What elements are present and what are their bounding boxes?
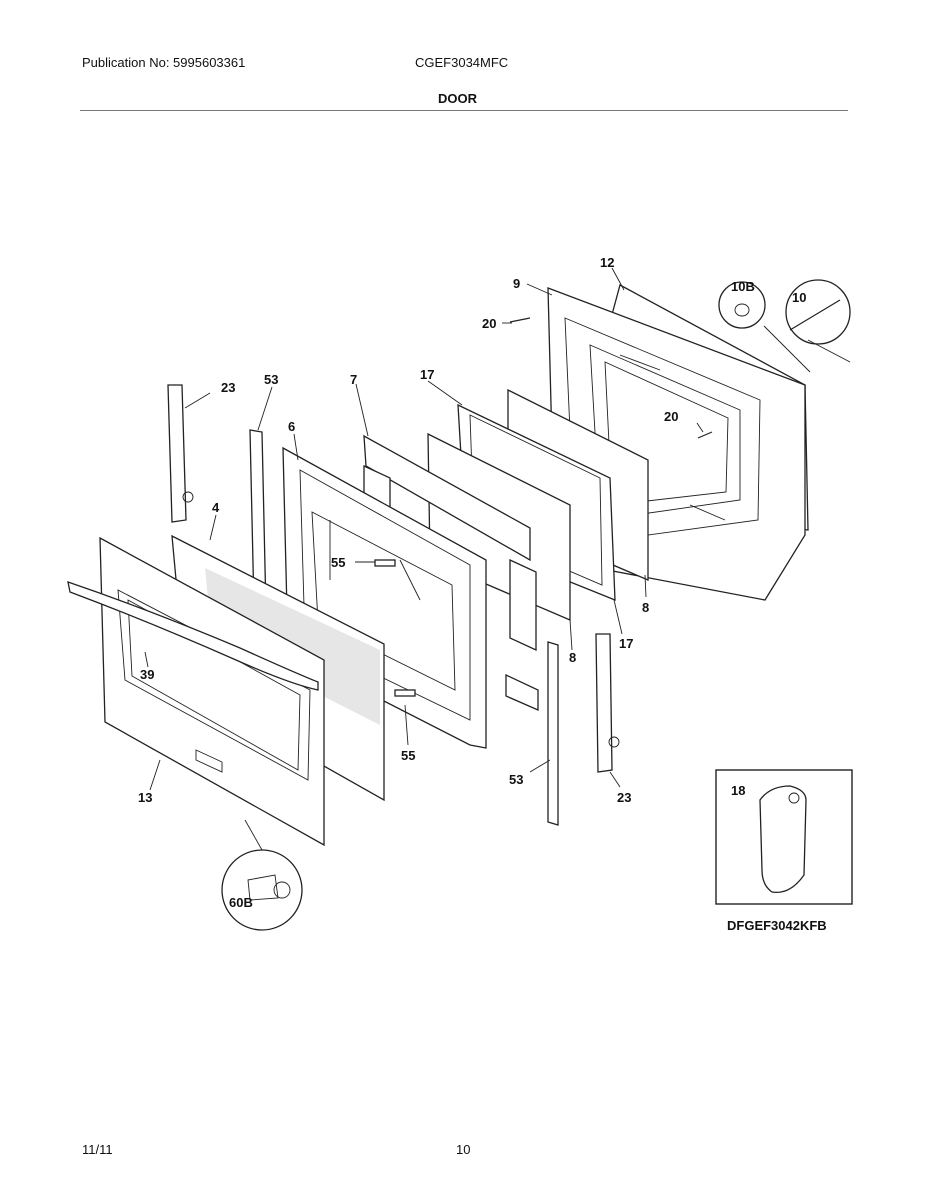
detail-60B-circle (221, 849, 303, 931)
callout-53-top: 53 (264, 372, 278, 387)
callout-55-top: 55 (331, 555, 345, 570)
model-number: CGEF3034MFC (415, 55, 509, 70)
part-53-side-trim (249, 429, 559, 826)
publication-number: Publication No: 5995603361 (82, 55, 246, 70)
callout-20-top: 20 (482, 316, 496, 331)
callout-9: 9 (513, 276, 520, 291)
callout-4: 4 (212, 500, 220, 515)
callout-10: 10 (792, 290, 806, 305)
footer-date: 11/11 (82, 1142, 113, 1157)
callout-12: 12 (600, 255, 614, 270)
leader-lines (144, 267, 704, 851)
callout-20-right: 20 (664, 409, 678, 424)
part-39-handle (67, 581, 319, 691)
detail-10B-circle (718, 281, 766, 329)
callout-8-right: 8 (642, 600, 649, 615)
callout-7: 7 (350, 372, 357, 387)
callout-39: 39 (140, 667, 154, 682)
inset-model-label: DFGEF3042KFB (727, 918, 827, 933)
callout-53-lower: 53 (509, 772, 523, 787)
part-23-hinge-left (167, 384, 194, 523)
callout-23-right: 23 (617, 790, 631, 805)
callout-6: 6 (288, 419, 295, 434)
part-23-hinge-right (595, 633, 620, 773)
callout-55-lower: 55 (401, 748, 415, 763)
callout-8-lower: 8 (569, 650, 576, 665)
part-55-clips (374, 559, 416, 697)
callout-10B: 10B (731, 279, 755, 294)
callout-13: 13 (138, 790, 152, 805)
part-20-screws (509, 317, 713, 439)
callout-17-lower: 17 (619, 636, 633, 651)
callout-17-top: 17 (420, 367, 434, 382)
detail-10-circle (763, 279, 851, 373)
callout-60B: 60B (229, 895, 253, 910)
inset-callout-18: 18 (731, 783, 745, 798)
header-divider (80, 110, 848, 111)
section-title: DOOR (438, 91, 477, 106)
page-number: 10 (456, 1142, 471, 1157)
callout-23-left: 23 (221, 380, 235, 395)
inset-box (715, 769, 853, 905)
